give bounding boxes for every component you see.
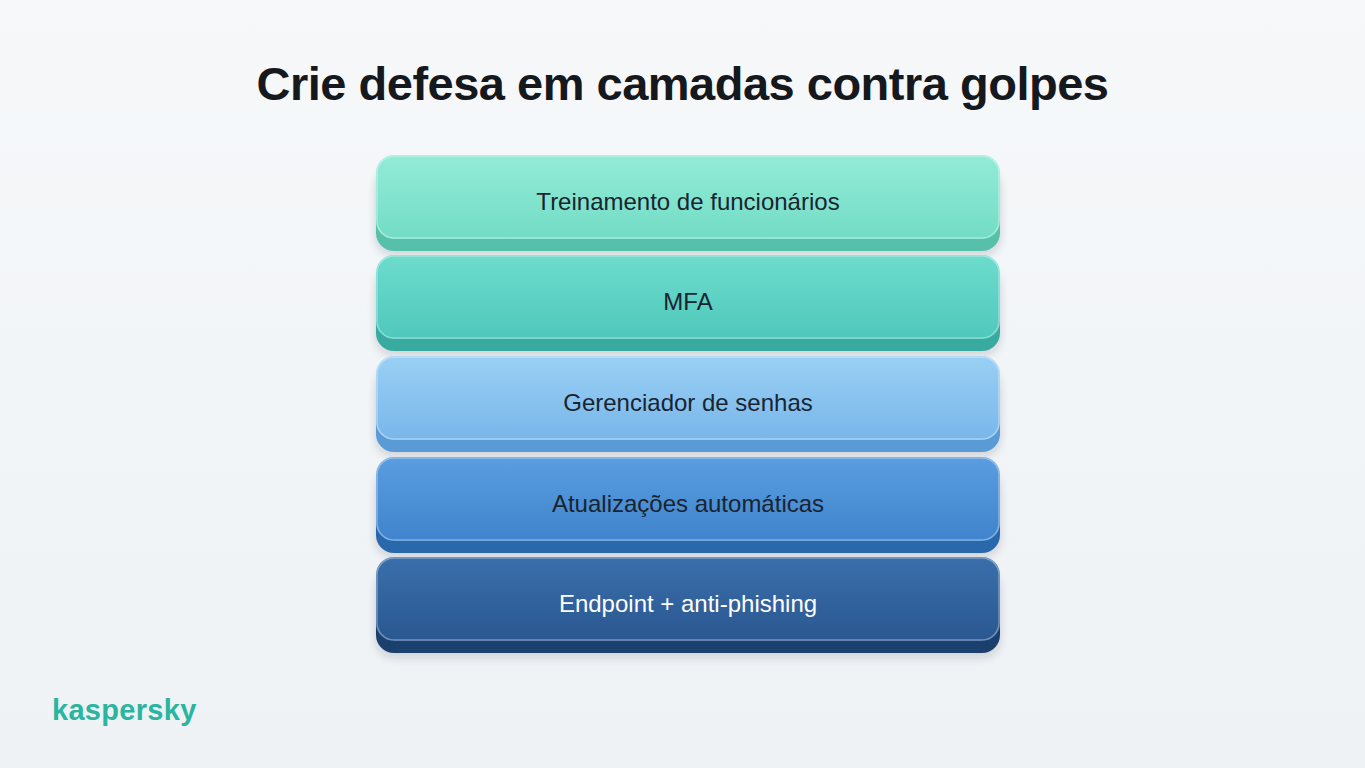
- layer-slab: Treinamento de funcionários: [376, 155, 1000, 251]
- layer-label: Atualizações automáticas: [376, 457, 1000, 551]
- brand-logo: kaspersky: [52, 694, 197, 727]
- layer-label: Endpoint + anti-phishing: [376, 557, 1000, 651]
- layer-slab: Endpoint + anti-phishing: [376, 557, 1000, 653]
- layer-slab: Atualizações automáticas: [376, 457, 1000, 553]
- layer-label: Gerenciador de senhas: [376, 356, 1000, 450]
- layer-slab: MFA: [376, 255, 1000, 351]
- layer-label: MFA: [376, 255, 1000, 349]
- layer-slab: Gerenciador de senhas: [376, 356, 1000, 452]
- layer-label: Treinamento de funcionários: [376, 155, 1000, 249]
- diagram-title: Crie defesa em camadas contra golpes: [0, 56, 1365, 111]
